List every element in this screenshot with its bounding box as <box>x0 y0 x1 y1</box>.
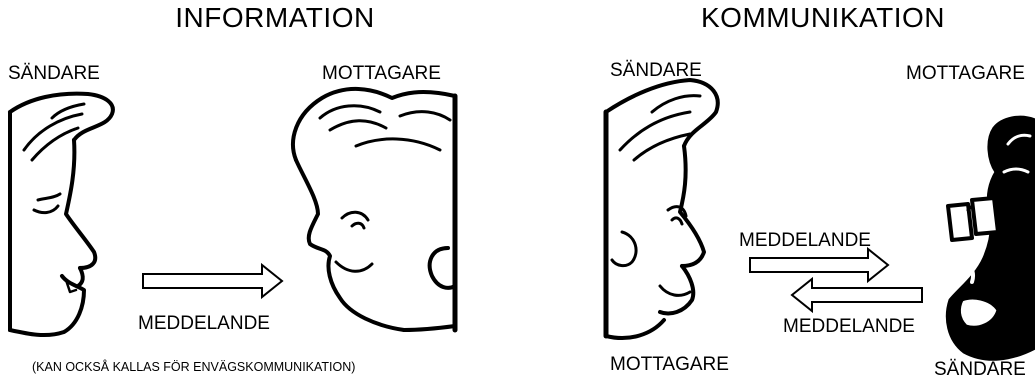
outline-arrow-right-icon <box>750 249 888 281</box>
sender-face-right-icon <box>606 80 718 338</box>
outline-arrow-right-icon <box>143 265 282 297</box>
outline-arrow-left-icon <box>792 279 922 311</box>
receiver-face-left-icon <box>293 89 455 330</box>
sender-face-left-icon <box>10 94 113 335</box>
face-with-glasses-icon <box>947 117 1035 359</box>
